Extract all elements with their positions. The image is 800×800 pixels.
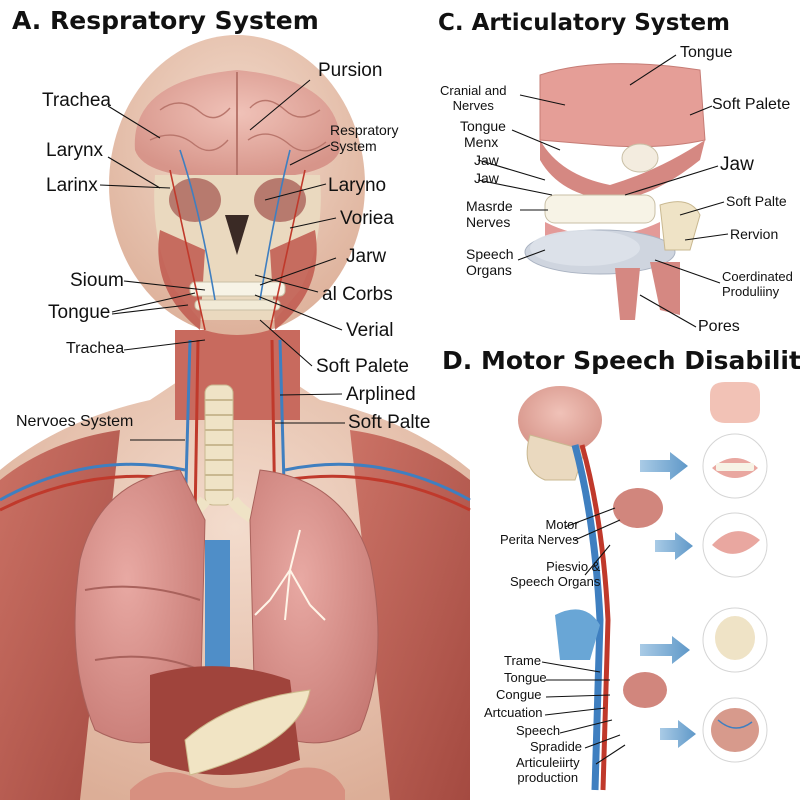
label-larynx: Larynx	[46, 140, 104, 161]
label-jaw-b: Jaw	[474, 170, 499, 186]
label-al-corbs: al Corbs	[322, 284, 393, 305]
label-congue: Congue	[496, 687, 542, 702]
label-jarw: Jarw	[346, 246, 387, 267]
label-jaw-a: Jaw	[474, 152, 499, 168]
label-piesvio: Piesvio & Speech Organs	[510, 559, 601, 589]
label-artcuation: Artcuation	[484, 705, 543, 720]
label-sioum: Sioum	[70, 270, 124, 291]
panel-d-title: D. Motor Speech Disability	[442, 346, 800, 375]
panel-a-figure	[0, 35, 471, 800]
panel-a-title: A. Respratory System	[12, 6, 319, 35]
label-c-tongue-top: Tongue	[680, 44, 733, 61]
label-articuleirty: Articuleiirty production	[516, 755, 580, 785]
label-c-tongue: Tongue	[460, 118, 506, 134]
label-trachea-low: Trachea	[66, 340, 125, 357]
label-coordinated: Coerdinated Produliiny	[722, 269, 793, 299]
label-nervoes-system: Nervoes System	[16, 413, 134, 430]
label-pursion: Pursion	[318, 60, 383, 81]
label-menx: Menx	[464, 134, 499, 150]
label-rervion: Rervion	[730, 226, 779, 242]
panel-c-title: C. Articulatory System	[438, 10, 731, 36]
label-masrde-nerves: Masrde Nerves	[466, 198, 513, 231]
label-c-soft-palte: Soft Palte	[726, 193, 787, 209]
label-speech-organs: Speech Organs	[466, 246, 514, 279]
label-voriea: Voriea	[340, 208, 394, 229]
label-soft-palte: Soft Palte	[348, 412, 431, 433]
label-tongue: Tongue	[48, 302, 111, 323]
label-speech: Speech	[516, 723, 561, 738]
label-respratory-system: Respratory System	[330, 122, 399, 155]
label-c-soft-palete: Soft Palete	[712, 96, 791, 113]
panel-d-figure	[518, 382, 768, 791]
panel-c-figure	[524, 63, 706, 320]
label-trachea-top: Trachea	[42, 90, 111, 111]
label-cranial-nerves: Cranial and Nerves	[440, 83, 507, 113]
leader-lines	[99, 54, 729, 765]
label-spradide: Spradide	[530, 739, 583, 754]
label-verial: Verial	[346, 320, 394, 341]
label-arplined: Arplined	[346, 384, 416, 405]
label-trame: Trame	[504, 653, 542, 668]
label-larinx: Larinx	[46, 175, 98, 196]
label-laryno: Laryno	[328, 175, 387, 196]
label-d-tongue: Tongue	[504, 670, 547, 685]
label-pores: Pores	[698, 318, 740, 335]
label-motor-nerves: Motor Perita Nerves	[500, 517, 579, 547]
label-soft-palete: Soft Palete	[316, 356, 409, 377]
label-jaw-big: Jaw	[720, 154, 754, 175]
